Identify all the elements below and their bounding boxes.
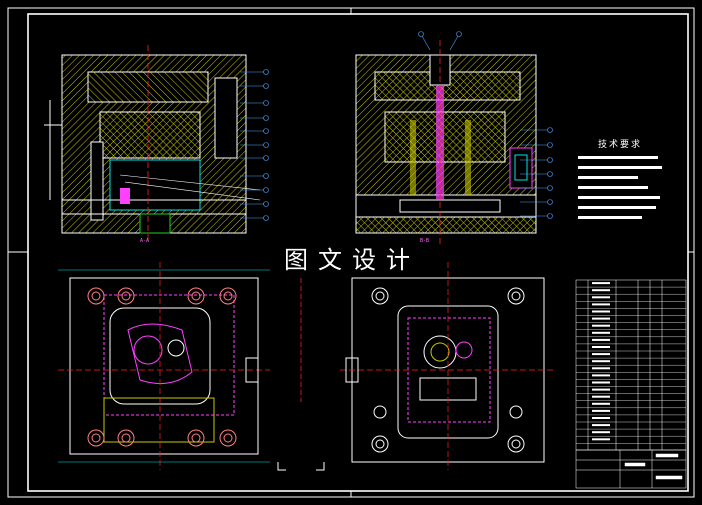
section-label-left: A-A	[140, 238, 150, 244]
section-label-right: B-B	[420, 238, 430, 244]
parts-list-row-text	[592, 367, 610, 370]
parts-list-row-text	[592, 346, 610, 348]
section-view-right	[355, 40, 537, 245]
plan-view-right	[340, 262, 555, 470]
watermark-text: 图文设计	[284, 240, 434, 274]
parts-list-row-text	[592, 303, 610, 306]
parts-list-row-text	[592, 282, 610, 285]
plan-view-left	[58, 262, 270, 470]
section-view-left	[44, 45, 261, 240]
parts-list-row-text	[592, 409, 610, 412]
parts-list-row-text	[592, 438, 610, 441]
parts-list-row-text	[592, 338, 610, 341]
parts-list-row-text	[592, 310, 610, 313]
drawing-frame	[7, 7, 695, 498]
parts-list-row-text	[592, 417, 610, 419]
leader-lines-right	[418, 31, 553, 219]
section-markers	[277, 462, 325, 471]
parts-list-row-text	[592, 381, 610, 384]
parts-list-row-text	[592, 317, 610, 320]
parts-list-row-text	[592, 431, 610, 434]
parts-list-row-text	[592, 374, 610, 377]
tech-requirements-title: 技术要求	[598, 140, 643, 150]
parts-list-row-text	[592, 289, 610, 292]
leader-lines-left	[240, 69, 269, 221]
parts-list-row-text	[592, 402, 610, 405]
parts-list-row-text	[592, 395, 610, 398]
parts-list-row-text	[592, 353, 610, 356]
parts-list-row-text	[592, 331, 610, 334]
parts-list-rows	[576, 282, 686, 444]
title-block	[575, 449, 687, 489]
parts-list-row-text	[592, 424, 610, 427]
parts-list-row-text	[592, 324, 610, 327]
parts-list-row-text	[592, 296, 610, 299]
parts-list-row-text	[592, 360, 610, 363]
tech-requirements-text	[578, 156, 662, 219]
parts-list-row-text	[592, 388, 610, 391]
